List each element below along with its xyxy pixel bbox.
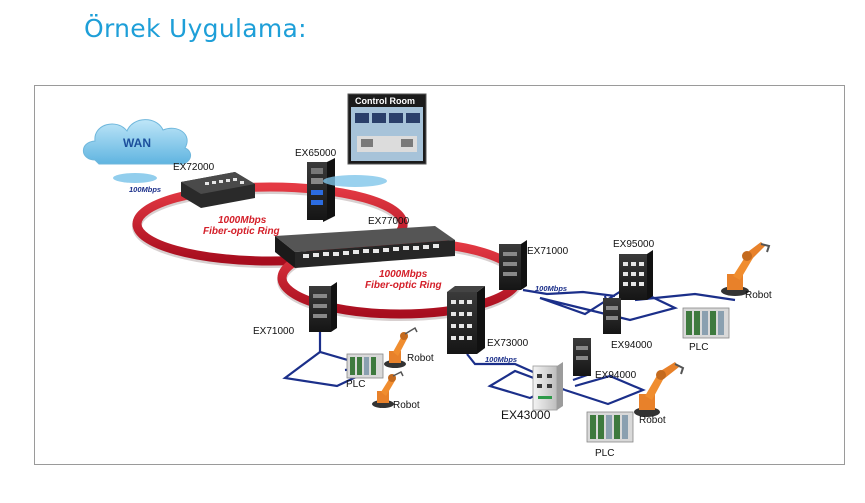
label-ex43000: EX43000 [501,408,551,422]
label-ex77000: EX77000 [368,216,410,227]
label-ex95000: EX95000 [613,239,655,250]
label-robot-center: Robot [639,415,666,426]
label-ex65000: EX65000 [295,148,337,159]
label-robot-left-top: Robot [407,353,434,364]
ring-bottom-type: Fiber-optic Ring [365,280,442,291]
control-room: Control Room [347,93,427,165]
wan-label: WAN [123,136,151,150]
device-ex77000: EX77000 [275,216,455,268]
label-robot-right: Robot [745,290,772,301]
robot-right-icon: Robot [721,242,772,301]
page-title: Örnek Uygulama: [84,14,307,43]
label-ex72000: EX72000 [173,162,215,173]
ring-top-type: Fiber-optic Ring [203,226,280,237]
device-ex95000: EX95000 [613,239,655,300]
device-ex71000-right: EX71000 [499,240,569,290]
device-ex43000: EX43000 [501,362,563,422]
plc-center-icon: PLC [586,411,634,459]
device-ex94000-center: EX94000 [573,338,637,381]
label-plc-left: PLC [346,379,365,390]
speed-label-right: 100Mbps [535,284,567,293]
label-ex94000-center: EX94000 [595,370,637,381]
robot-center-icon: Robot [634,362,685,426]
device-ex72000: EX72000 [173,162,255,208]
speed-label-wan: 100Mbps [129,185,161,194]
label-ex73000: EX73000 [487,338,529,349]
label-robot-left-bottom: Robot [393,400,420,411]
device-ex65000: EX65000 [295,148,387,222]
label-ex71000-left: EX71000 [253,326,295,337]
label-ex71000-right: EX71000 [527,246,569,257]
plc-left-icon: PLC [346,353,384,390]
plc-right-icon: PLC [682,307,730,353]
robot-left-bottom-icon: Robot [372,370,420,411]
device-ex94000-right: EX94000 [603,298,653,351]
speed-label-center: 100Mbps [485,355,517,364]
diagram-frame: WAN 100Mbps 1000Mbps Fiber-optic Ring 10… [34,85,845,465]
label-ex94000-right: EX94000 [611,340,653,351]
label-plc-center: PLC [595,448,614,459]
control-room-label: Control Room [355,96,415,106]
device-ex73000: EX73000 [447,286,529,354]
ring-top-speed: 1000Mbps [218,215,267,226]
robot-left-top-icon: Robot [384,326,434,368]
network-diagram: WAN 100Mbps 1000Mbps Fiber-optic Ring 10… [82,93,772,459]
device-ex71000-left: EX71000 [253,282,337,337]
label-plc-right: PLC [689,342,708,353]
fiber-ring-top: 1000Mbps Fiber-optic Ring [132,182,408,268]
ring-bottom-speed: 1000Mbps [379,269,428,280]
wan-cloud: WAN 100Mbps [82,119,192,194]
